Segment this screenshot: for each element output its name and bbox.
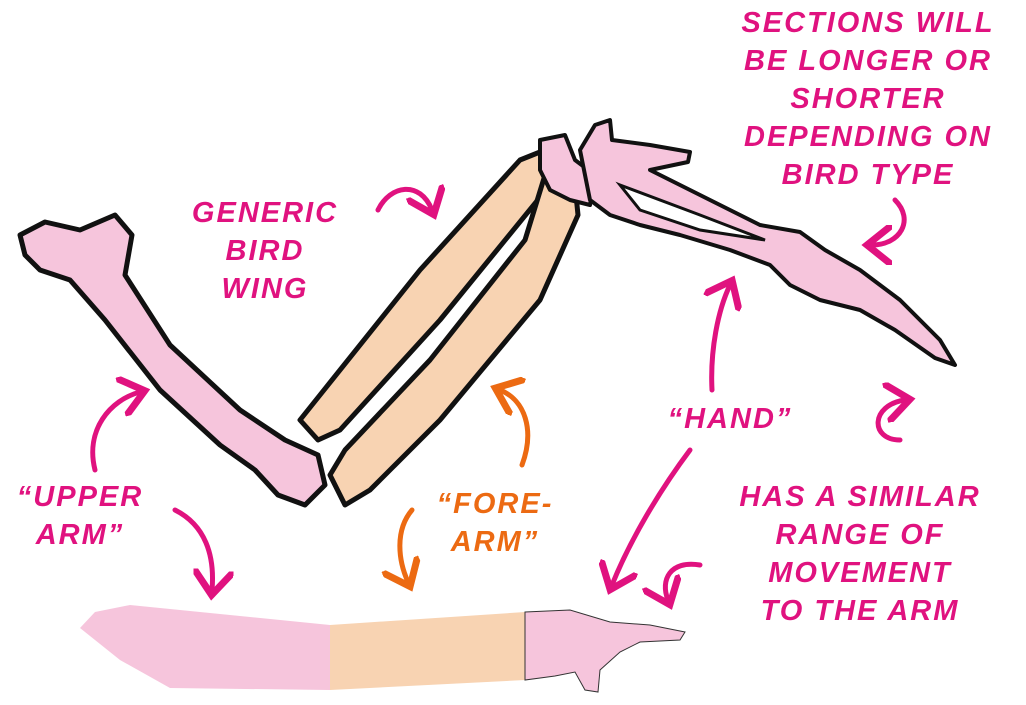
arrow-generic-to-wing xyxy=(375,189,432,210)
wrist-joint xyxy=(538,133,597,207)
similar-range-label: HAS A SIMILAR RANGE OF MOVEMENT TO THE A… xyxy=(739,481,981,627)
fore-arm-label: “FORE- ARM” xyxy=(436,488,554,558)
hand-label: “HAND” xyxy=(667,403,793,435)
arrow-hand-down xyxy=(612,447,693,585)
human-upper-arm xyxy=(80,605,330,690)
upper-arm-label: “UPPER ARM” xyxy=(16,481,144,551)
human-hand xyxy=(524,609,686,693)
human-forearm xyxy=(330,612,525,690)
arrow-range-up xyxy=(875,400,905,443)
arrow-upper-arm-down xyxy=(172,507,213,590)
hand-bone xyxy=(578,118,957,367)
upper-arm-bone xyxy=(17,212,328,508)
arrow-forearm-up xyxy=(500,390,531,468)
ulna-bone xyxy=(327,172,581,508)
arrow-hand-up xyxy=(712,285,730,393)
arrow-upper-arm-up xyxy=(90,392,140,473)
generic-wing-label: GENERIC BIRD WING xyxy=(191,197,339,305)
sections-note-label: SECTIONS WILL BE LONGER OR SHORTER DEPEN… xyxy=(741,7,995,191)
arrow-note-to-hand xyxy=(872,197,907,245)
arrow-range-down xyxy=(665,561,703,600)
hand-bone-gap xyxy=(615,181,766,242)
arrow-forearm-down xyxy=(400,507,412,582)
